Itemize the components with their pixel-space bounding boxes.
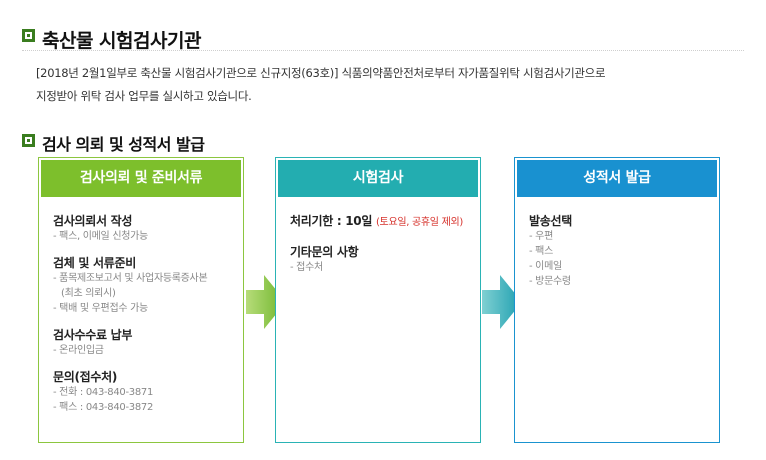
group-line: - 팩스 : 043-840-3872 xyxy=(53,402,154,413)
group-line: - 팩스, 이메일 신청가능 xyxy=(53,231,148,242)
panel-request-title: 검사의뢰 및 준비서류 xyxy=(41,160,241,197)
info-group: 기타문의 사항 - 접수처 xyxy=(290,243,466,275)
panel-report-title: 성적서 발급 xyxy=(517,160,717,197)
heading-square-icon xyxy=(22,134,35,147)
processing-note: (토요일, 공휴일 제외) xyxy=(375,217,463,228)
group-line: - 택배 및 우편접수 가능 xyxy=(53,303,148,314)
group-line: - 방문수령 xyxy=(529,276,571,287)
group-line: - 품목제조보고서 및 사업자등록증사본 xyxy=(53,273,208,284)
intro-paragraph: [2018년 2월1일부로 축산물 시험검사기관으로 신규지정(63호)] 식품… xyxy=(36,62,752,108)
arrow-right-icon xyxy=(482,275,522,329)
group-line: - 온라인입금 xyxy=(53,345,104,356)
group-line: - 접수처 xyxy=(290,262,323,273)
group-title: 기타문의 사항 xyxy=(290,245,359,259)
group-title: 검사수수료 납부 xyxy=(53,328,133,342)
info-group: 문의(접수처) - 전화 : 043-840-3871 - 팩스 : 043-8… xyxy=(53,368,229,415)
panel-testing: 시험검사 처리기한 : 10일 (토요일, 공휴일 제외) 기타문의 사항 - … xyxy=(275,157,481,443)
panel-testing-title: 시험검사 xyxy=(278,160,478,197)
arrow-right-icon xyxy=(246,275,286,329)
heading-square-icon xyxy=(22,29,35,42)
info-group: 검체 및 서류준비 - 품목제조보고서 및 사업자등록증사본 (최초 의뢰시) … xyxy=(53,254,229,316)
group-title: 문의(접수처) xyxy=(53,370,118,384)
page-title: 축산물 시험검사기관 xyxy=(42,30,201,52)
group-title: 검체 및 서류준비 xyxy=(53,256,136,270)
section-title: 검사 의뢰 및 성적서 발급 xyxy=(42,135,205,154)
group-title: 처리기한 : 10일 (토요일, 공휴일 제외) xyxy=(290,212,466,229)
info-group: 발송선택 - 우편 - 팩스 - 이메일 - 방문수령 xyxy=(529,212,705,289)
group-line: - 전화 : 043-840-3871 xyxy=(53,387,154,398)
panel-report: 성적서 발급 발송선택 - 우편 - 팩스 - 이메일 - 방문수령 xyxy=(514,157,720,443)
group-title: 발송선택 xyxy=(529,214,572,228)
group-line: (최초 의뢰시) xyxy=(61,288,116,299)
title-divider xyxy=(22,50,744,51)
group-line: - 우편 xyxy=(529,231,553,242)
processing-period: 처리기한 : 10일 xyxy=(290,214,373,228)
group-title: 검사의뢰서 작성 xyxy=(53,214,133,228)
group-line: - 팩스 xyxy=(529,246,553,257)
info-group: 검사의뢰서 작성 - 팩스, 이메일 신청가능 xyxy=(53,212,229,244)
intro-line-2: 지정받아 위탁 검사 업무를 실시하고 있습니다. xyxy=(36,89,252,103)
info-group: 검사수수료 납부 - 온라인입금 xyxy=(53,326,229,358)
panel-request: 검사의뢰 및 준비서류 검사의뢰서 작성 - 팩스, 이메일 신청가능 검체 및… xyxy=(38,157,244,443)
intro-line-1: [2018년 2월1일부로 축산물 시험검사기관으로 신규지정(63호)] 식품… xyxy=(36,66,606,80)
info-group: 처리기한 : 10일 (토요일, 공휴일 제외) xyxy=(290,212,466,229)
group-line: - 이메일 xyxy=(529,261,562,272)
